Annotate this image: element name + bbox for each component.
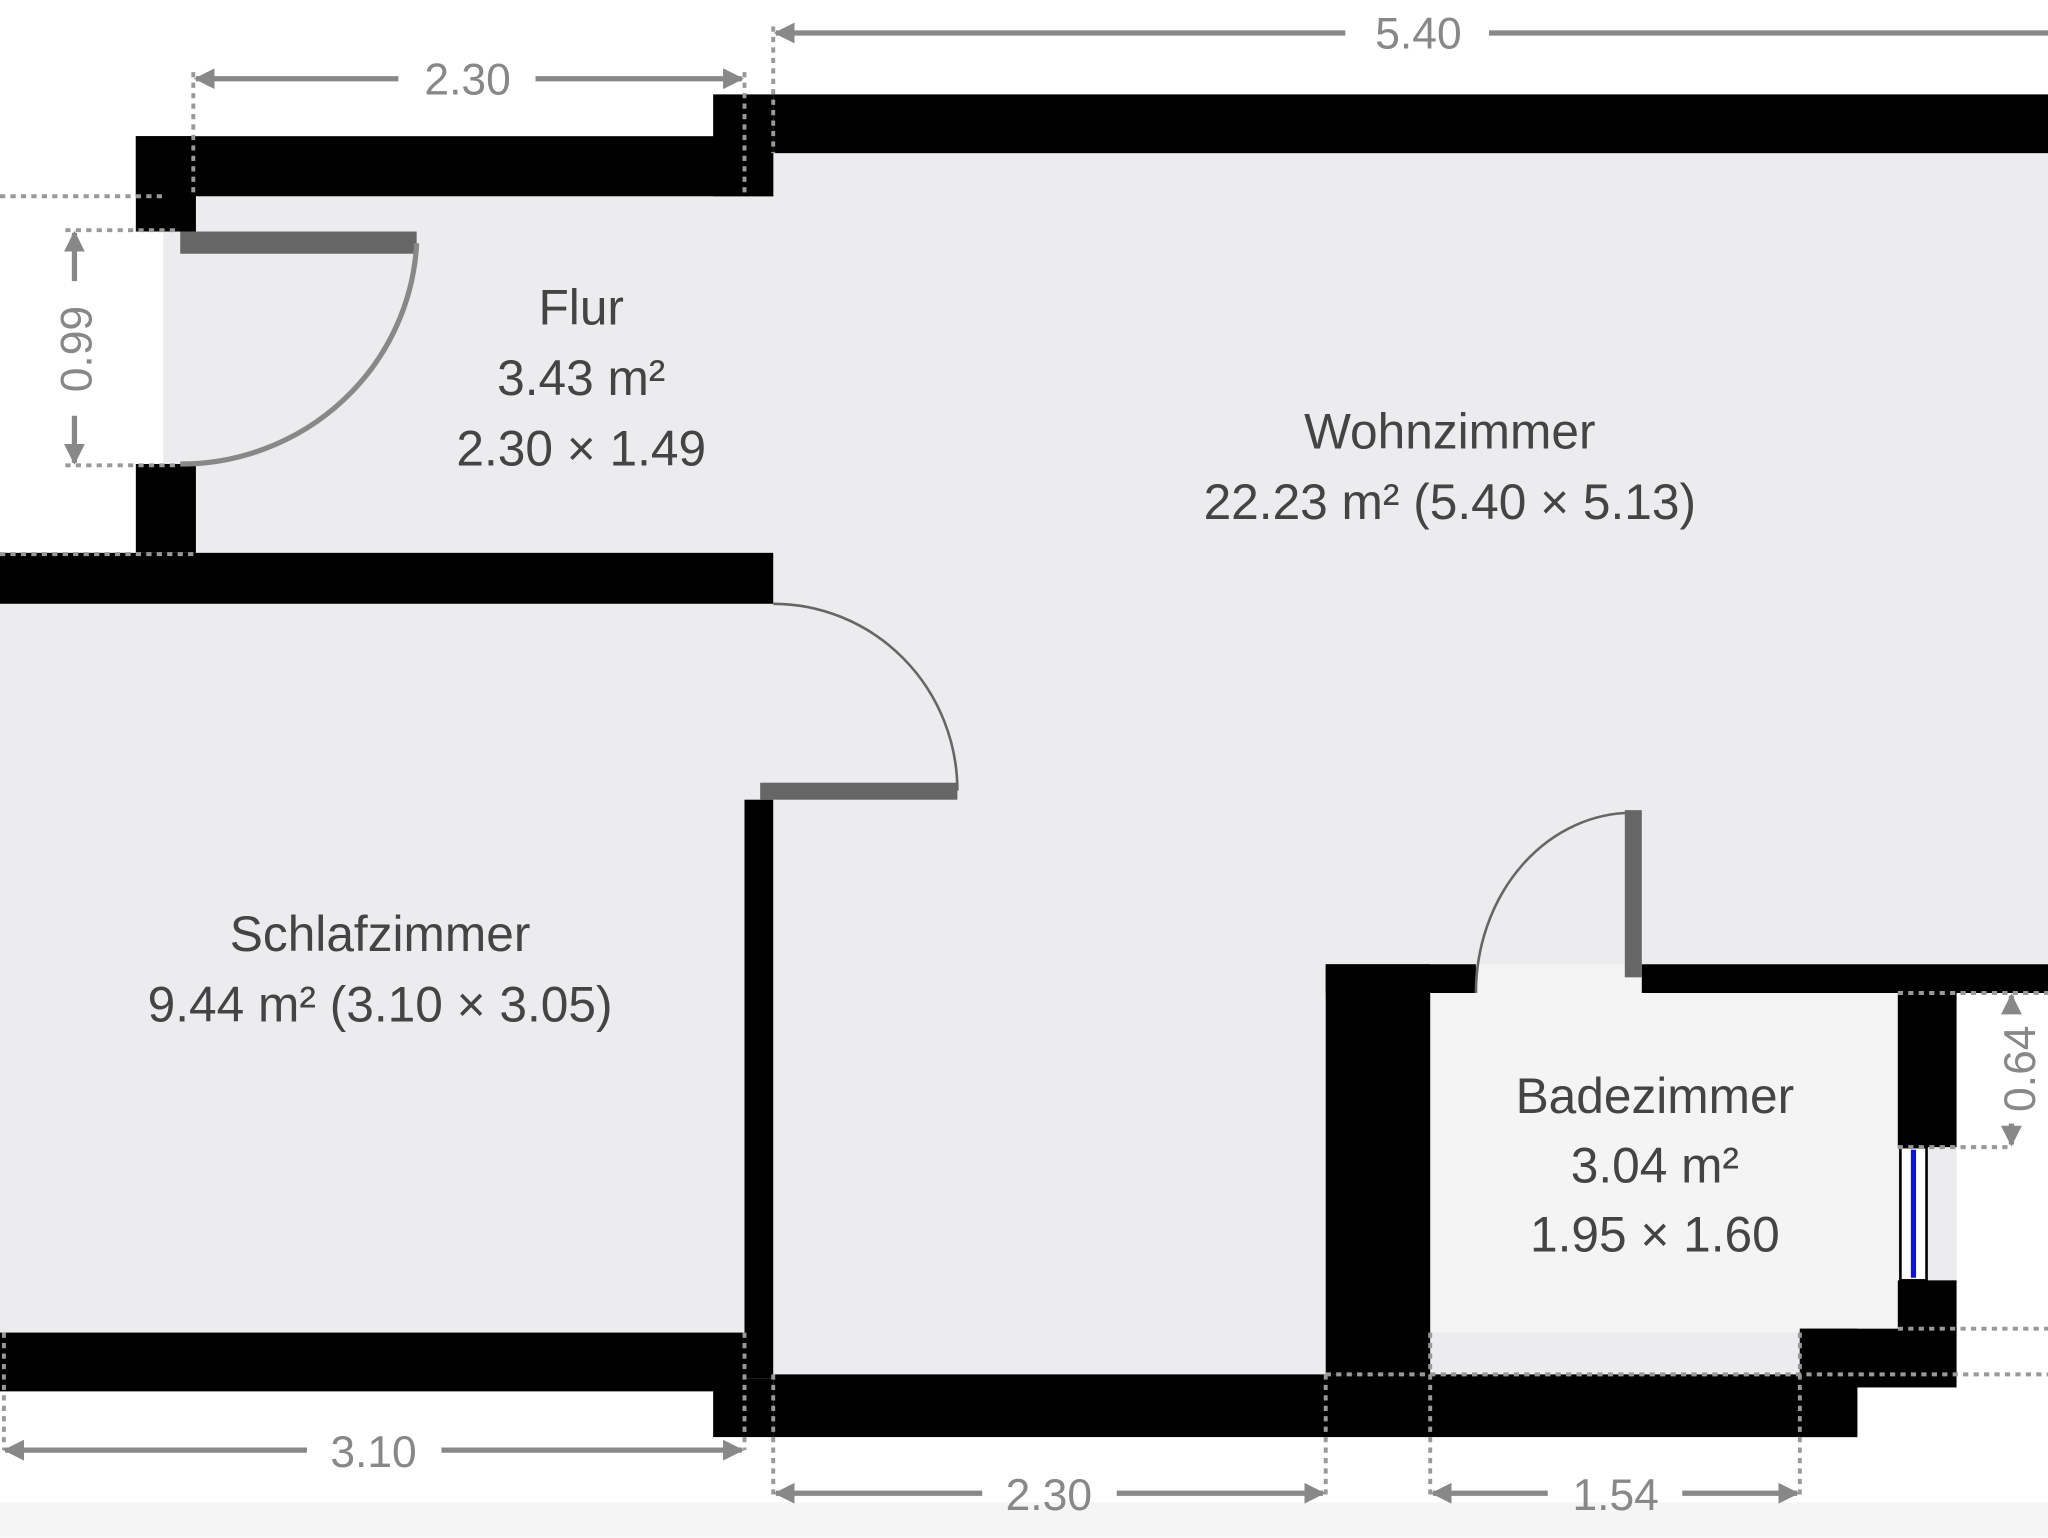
dimension-bottom-badezimmer: 1.54 (1430, 1471, 1800, 1520)
room-area: 3.04 m² (1571, 1137, 1739, 1193)
dimension-bottom-schlafzimmer: 3.10 (3, 1428, 744, 1477)
walls (0, 94, 2048, 1438)
room-label-badezimmer: Badezimmer 3.04 m² 1.95 × 1.60 (1516, 1068, 1795, 1262)
door-schlafzimmer[interactable] (760, 602, 959, 800)
room-label-wohnzimmer: Wohnzimmer 22.23 m² (5.40 × 5.13) (1204, 403, 1696, 530)
dimension-label: 0.64 (1996, 1026, 2045, 1112)
floor-badezimmer (1430, 993, 1898, 1333)
room-name: Badezimmer (1516, 1068, 1795, 1124)
room-area: 3.43 m² (497, 350, 665, 406)
dimension-label: 3.10 (330, 1428, 416, 1477)
room-name: Flur (538, 279, 623, 335)
dimension-top-wohnzimmer: 5.40 (773, 10, 2048, 59)
floors (0, 153, 2048, 1375)
floor-schlafzimmer (0, 603, 774, 1333)
room-name: Wohnzimmer (1304, 403, 1595, 459)
room-area-dims: 22.23 m² (5.40 × 5.13) (1204, 474, 1696, 530)
extension-lines (0, 26, 2048, 1496)
dimension-label: 2.30 (424, 55, 510, 104)
dimension-right-window: 0.64 (1996, 993, 2045, 1147)
dimension-label: 5.40 (1375, 10, 1461, 59)
door-badezimmer[interactable] (1474, 810, 1642, 994)
room-dims: 2.30 × 1.49 (456, 420, 706, 476)
room-dims: 1.95 × 1.60 (1530, 1207, 1780, 1263)
dimension-top-flur: 2.30 (193, 55, 744, 104)
dimension-label: 2.30 (1006, 1471, 1092, 1520)
dimension-left-door: 0.99 (52, 230, 101, 465)
window-badezimmer (1899, 1145, 1928, 1282)
dimension-label: 1.54 (1572, 1471, 1658, 1520)
room-label-schlafzimmer: Schlafzimmer 9.44 m² (3.10 × 3.05) (148, 906, 613, 1033)
door-entrance[interactable] (180, 231, 420, 467)
dimension-label: 0.99 (52, 306, 101, 392)
room-label-flur: Flur 3.43 m² 2.30 × 1.49 (456, 279, 706, 476)
floor-flur (163, 196, 774, 553)
dimension-bottom-wohnzimmer: 2.30 (773, 1471, 1326, 1520)
room-name: Schlafzimmer (230, 906, 531, 962)
room-area-dims: 9.44 m² (3.10 × 3.05) (148, 977, 613, 1033)
